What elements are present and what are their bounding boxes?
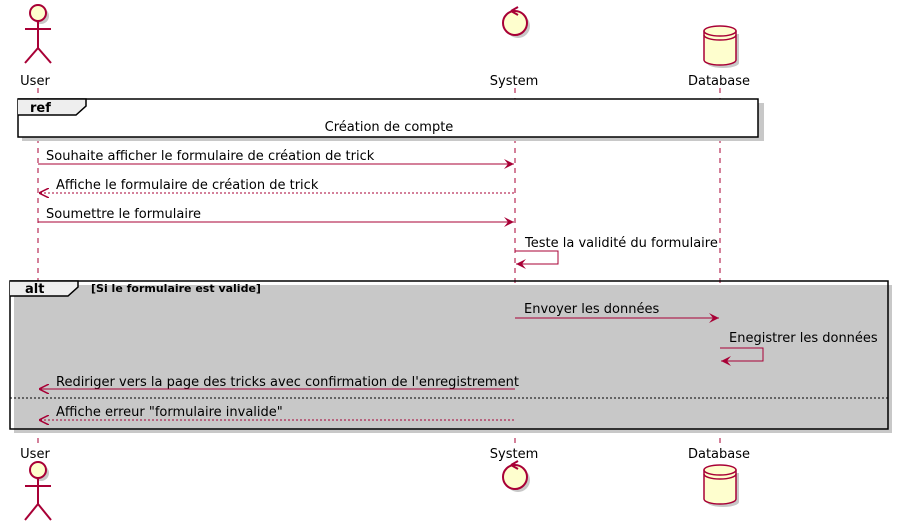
database-cylinder-icon-bottom <box>703 464 739 507</box>
system-participant-label: System <box>490 74 538 89</box>
ref-fragment <box>17 98 764 141</box>
database-cylinder-icon <box>703 25 739 68</box>
message-4-arrow <box>515 250 559 269</box>
message-7-label: Rediriger vers la page des tricks avec c… <box>56 375 519 390</box>
message-6-label: Enegistrer les données <box>729 331 878 346</box>
system-participant-label-bottom: System <box>490 447 538 462</box>
message-8-label: Affiche erreur "formulaire invalide" <box>56 405 283 420</box>
alt-fragment <box>9 280 892 433</box>
message-6-arrow <box>720 347 764 366</box>
user-actor-icon-bottom <box>24 461 52 521</box>
system-control-icon-bottom <box>502 460 530 492</box>
message-2-label: Affiche le formulaire de création de tri… <box>56 178 319 193</box>
message-4-label: Teste la validité du formulaire <box>524 236 718 251</box>
user-participant-label-bottom: User <box>20 447 50 462</box>
message-1-label: Souhaite afficher le formulaire de créat… <box>46 149 375 164</box>
ref-fragment-tag: ref <box>30 101 51 116</box>
user-participant-label: User <box>20 74 50 89</box>
ref-fragment-label: Création de compte <box>325 120 454 135</box>
system-control-icon <box>502 6 530 38</box>
user-actor-icon <box>24 4 52 64</box>
alt-fragment-guard: [Si le formulaire est valide] <box>91 282 261 295</box>
alt-fragment-tag: alt <box>25 282 44 297</box>
message-3-label: Soumettre le formulaire <box>46 207 201 222</box>
database-participant-label-bottom: Database <box>688 447 750 462</box>
database-participant-label: Database <box>688 74 750 89</box>
message-5-label: Envoyer les données <box>524 302 659 317</box>
